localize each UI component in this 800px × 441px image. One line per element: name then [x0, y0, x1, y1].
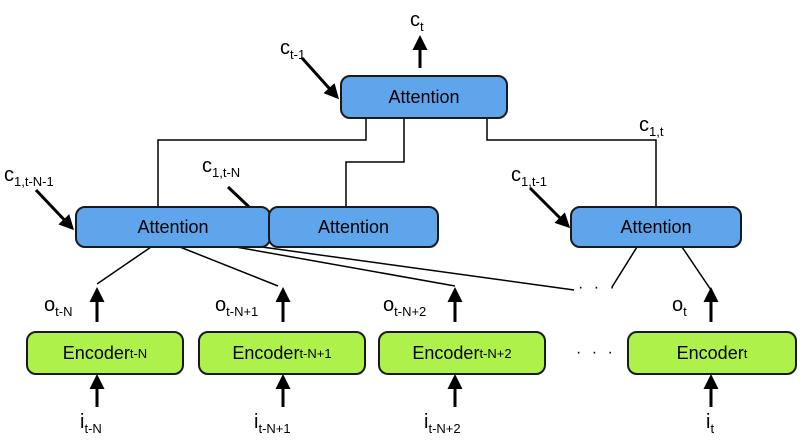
ellipsis-mid: · · · [578, 279, 618, 296]
encoder-label: Encoder [62, 342, 130, 363]
link-left-to-o3 [235, 246, 456, 287]
encoder-sub: t-N+1 [299, 345, 332, 361]
ellipsis-bottom: · · · [576, 344, 616, 361]
arrow-c1-t1-in [528, 186, 571, 229]
label-c1-t-1: c1,t-1 [511, 164, 548, 189]
encoder-sub: t-N+2 [479, 345, 512, 361]
link-left-to-o2 [179, 246, 279, 287]
label-o-t-N+1: ot-N+1 [215, 294, 259, 319]
label-ct: ct [410, 9, 424, 34]
attention-left-label: Attention [137, 216, 209, 237]
link-top-to-left [157, 118, 367, 207]
link-right-to-dots [611, 246, 638, 288]
label-o-t: ot [672, 294, 687, 319]
label-i-t-N+1: it-N+1 [254, 411, 291, 436]
attention-mid-label: Attention [317, 216, 390, 237]
label-c1-t-N: c1,t-N [202, 155, 241, 180]
attention-right: Attention [570, 206, 742, 248]
label-i-t: it [706, 411, 715, 436]
label-i-t-N: it-N [80, 411, 102, 436]
attention-top: Attention [340, 75, 508, 119]
encoder-sub: t [743, 345, 748, 361]
label-c1-t: c1,t [639, 114, 664, 139]
label-c1-t-N-1: c1,t-N-1 [4, 164, 54, 189]
arrow-ct-1-in [300, 56, 340, 100]
link-left-to-o1 [96, 246, 152, 285]
label-ct-minus-1: ct-1 [280, 37, 306, 62]
attention-mid: Attention [268, 206, 439, 248]
link-top-to-right [486, 118, 657, 207]
label-o-t-N+2: ot-N+2 [383, 294, 427, 319]
link-top-to-mid [345, 118, 405, 207]
attention-top-label: Attention [388, 86, 460, 107]
attention-right-label: Attention [620, 216, 692, 237]
encoder-label: Encoder [232, 342, 300, 363]
encoder-sub: t-N [129, 345, 148, 361]
link-right-to-o4 [681, 246, 712, 291]
arrow-c1-tN1-in [34, 188, 75, 231]
link-left-to-dots [261, 246, 575, 291]
encoder-label: Encoder [676, 342, 744, 363]
encoder-label: Encoder [412, 342, 480, 363]
label-o-t-N: ot-N [44, 294, 73, 319]
label-i-t-N+2: it-N+2 [424, 411, 461, 436]
attention-left: Attention [75, 206, 271, 248]
